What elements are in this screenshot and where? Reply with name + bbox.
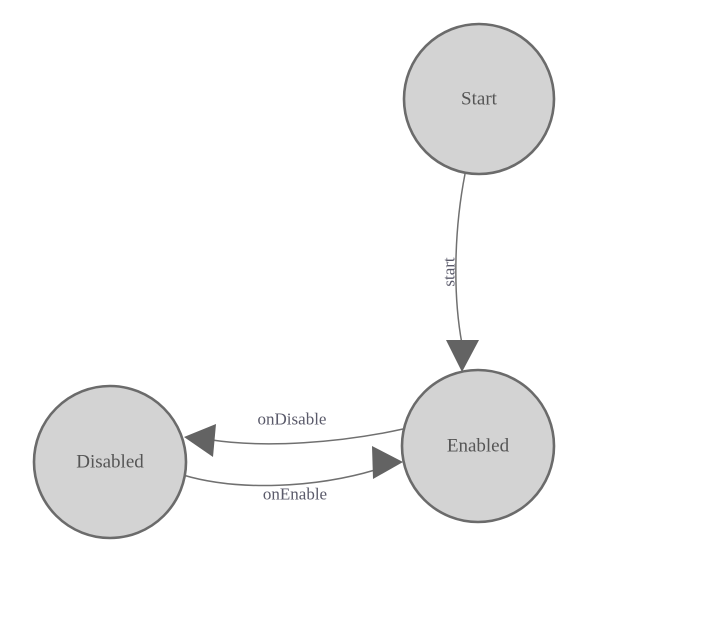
state-node-start-circle (402, 22, 556, 176)
state-node-start[interactable]: Start (402, 22, 556, 176)
arrowhead-icon-start-to-enabled (446, 340, 479, 372)
state-node-start-label: Start (461, 89, 498, 110)
edge-label-onenable: onEnable (263, 485, 327, 504)
edge-enabled-to-disabled[interactable]: onDisable (184, 410, 404, 458)
edge-disabled-to-enabled[interactable]: onEnable (182, 446, 403, 504)
edge-path-enabled-to-disabled (211, 428, 404, 445)
edge-path-start-to-enabled (455, 173, 466, 345)
state-node-enabled-circle (400, 368, 556, 524)
edge-label-ondisable: onDisable (258, 410, 327, 429)
state-node-disabled-circle (32, 384, 188, 540)
state-node-enabled[interactable]: Enabled (400, 368, 556, 524)
edge-path-disabled-to-enabled (182, 469, 376, 487)
state-node-disabled-label: Disabled (76, 452, 144, 473)
edge-label-start: start (440, 257, 459, 287)
state-node-enabled-label: Enabled (447, 436, 510, 457)
state-node-disabled[interactable]: Disabled (32, 384, 188, 540)
arrowhead-icon-disabled-to-enabled (372, 446, 403, 479)
arrowhead-icon-enabled-to-disabled (184, 424, 216, 457)
edge-start-to-enabled[interactable]: start (440, 173, 480, 372)
